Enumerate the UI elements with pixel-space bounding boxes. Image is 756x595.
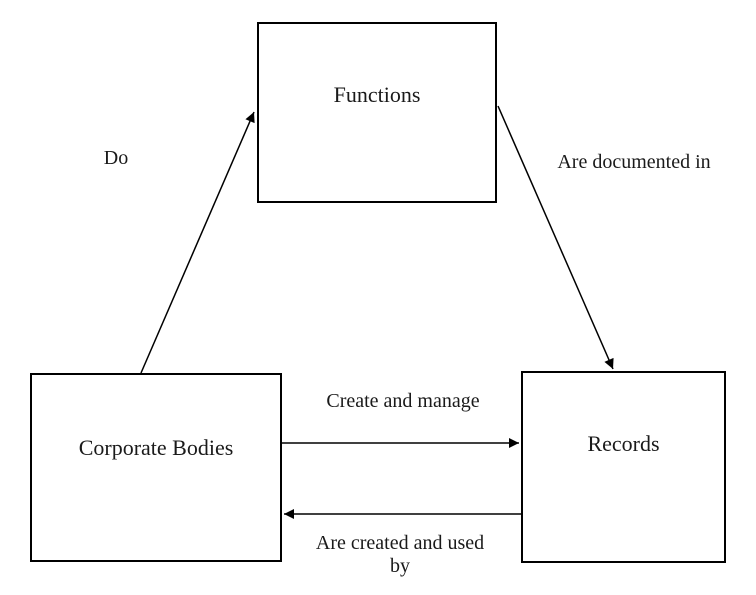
node-records-label: Records	[587, 431, 660, 456]
node-records: Records	[521, 371, 726, 563]
edge-label-are-documented-in: Are documented in	[557, 151, 711, 173]
node-functions-label: Functions	[333, 82, 421, 107]
node-corporate-bodies-label: Corporate Bodies	[78, 435, 234, 460]
node-corporate-bodies: Corporate Bodies	[30, 373, 282, 562]
edge-do-arrow	[140, 111, 255, 374]
edge-label-do: Do	[103, 147, 129, 169]
edge-label-are-created-and-used-by: Are created and used by	[315, 532, 485, 577]
edge-label-create-and-manage: Create and manage	[326, 390, 480, 412]
node-functions: Functions	[257, 22, 497, 203]
edge-are-documented-in-arrow	[497, 105, 614, 370]
